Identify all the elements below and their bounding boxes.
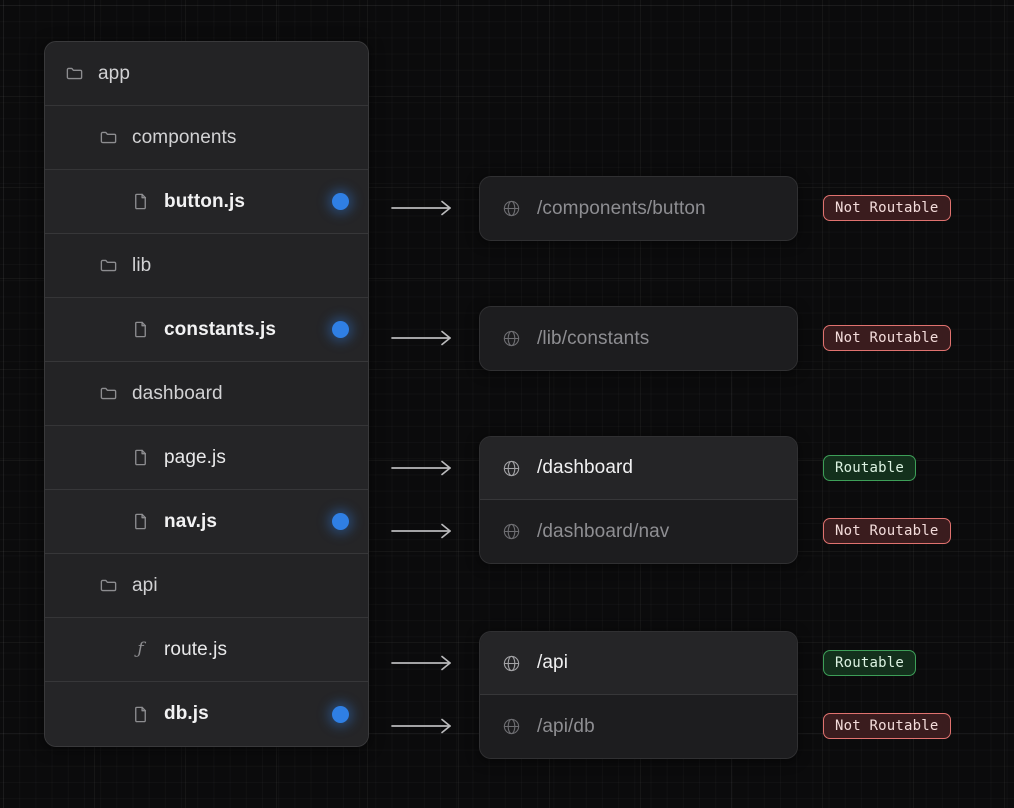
tree-row-app[interactable]: app	[45, 42, 368, 106]
tree-row-label: constants.js	[164, 318, 277, 340]
tree-row-label: dashboard	[132, 382, 223, 404]
tree-row-constants-js[interactable]: constants.js	[45, 298, 368, 362]
tree-row-db-js[interactable]: db.js	[45, 682, 368, 746]
status-dot	[332, 513, 349, 530]
route-card: /lib/constants	[479, 306, 798, 371]
folder-icon	[99, 384, 118, 403]
tree-row-label: db.js	[164, 703, 209, 724]
route-path: /dashboard	[537, 457, 634, 478]
tree-row-api[interactable]: api	[45, 554, 368, 618]
tree-row-label: page.js	[164, 446, 226, 468]
file-tree-panel: app components button.js lib constants.js das…	[44, 41, 369, 747]
arrow-right-icon	[391, 198, 453, 218]
tree-row-nav-js[interactable]: nav.js	[45, 490, 368, 554]
file-icon	[131, 448, 150, 467]
route-card: /dashboard/dashboard/nav	[479, 436, 798, 564]
status-badge: Routable	[823, 649, 917, 676]
tree-row-label: button.js	[164, 190, 246, 212]
status-dot	[332, 705, 349, 723]
tree-row-route-js[interactable]: ƒ route.js	[45, 618, 368, 682]
tree-row-label: route.js	[164, 638, 228, 660]
globe-icon	[502, 459, 521, 478]
globe-icon	[502, 199, 521, 218]
status-badge: Not Routable	[823, 324, 951, 351]
status-dot	[332, 193, 349, 210]
globe-icon	[502, 717, 521, 736]
arrow-right-icon	[391, 716, 453, 736]
route-path: /api/db	[537, 715, 595, 737]
status-badge: Not Routable	[823, 194, 951, 221]
tree-row-label: nav.js	[164, 510, 218, 532]
file-icon	[131, 320, 150, 339]
arrow-right-icon	[391, 521, 453, 541]
tree-row-label: api	[132, 574, 158, 596]
file-icon	[131, 705, 150, 724]
tree-row-label: app	[98, 62, 131, 84]
tree-row-dashboard[interactable]: dashboard	[45, 362, 368, 426]
route-row[interactable]: /dashboard	[480, 437, 797, 500]
route-path: /components/button	[537, 197, 706, 219]
route-path: /api	[537, 652, 569, 673]
tree-row-label: components	[132, 126, 237, 148]
tree-row-button-js[interactable]: button.js	[45, 170, 368, 234]
route-path: /lib/constants	[537, 327, 650, 349]
status-badge: Not Routable	[823, 517, 951, 544]
folder-icon	[99, 128, 118, 147]
tree-row-components[interactable]: components	[45, 106, 368, 170]
folder-icon	[99, 256, 118, 275]
route-path: /dashboard/nav	[537, 520, 670, 542]
route-row[interactable]: /api	[480, 632, 797, 695]
status-dot	[332, 321, 349, 338]
route-row[interactable]: /components/button	[480, 177, 797, 240]
globe-icon	[502, 522, 521, 541]
status-badge: Not Routable	[823, 712, 951, 739]
arrow-right-icon	[391, 458, 453, 478]
file-icon	[131, 192, 150, 211]
tree-row-lib[interactable]: lib	[45, 234, 368, 298]
route-card: /components/button	[479, 176, 798, 241]
route-card: /api/api/db	[479, 631, 798, 759]
tree-row-page-js[interactable]: page.js	[45, 426, 368, 490]
globe-icon	[502, 654, 521, 673]
route-row[interactable]: /api/db	[480, 695, 797, 758]
route-row[interactable]: /dashboard/nav	[480, 500, 797, 563]
arrow-right-icon	[391, 328, 453, 348]
folder-icon	[65, 64, 84, 83]
function-icon: ƒ	[137, 639, 144, 659]
globe-icon	[502, 329, 521, 348]
arrow-right-icon	[391, 653, 453, 673]
route-row[interactable]: /lib/constants	[480, 307, 797, 370]
status-badge: Routable	[823, 454, 917, 481]
tree-row-label: lib	[132, 254, 152, 276]
folder-icon	[99, 576, 118, 595]
file-icon	[131, 512, 150, 531]
